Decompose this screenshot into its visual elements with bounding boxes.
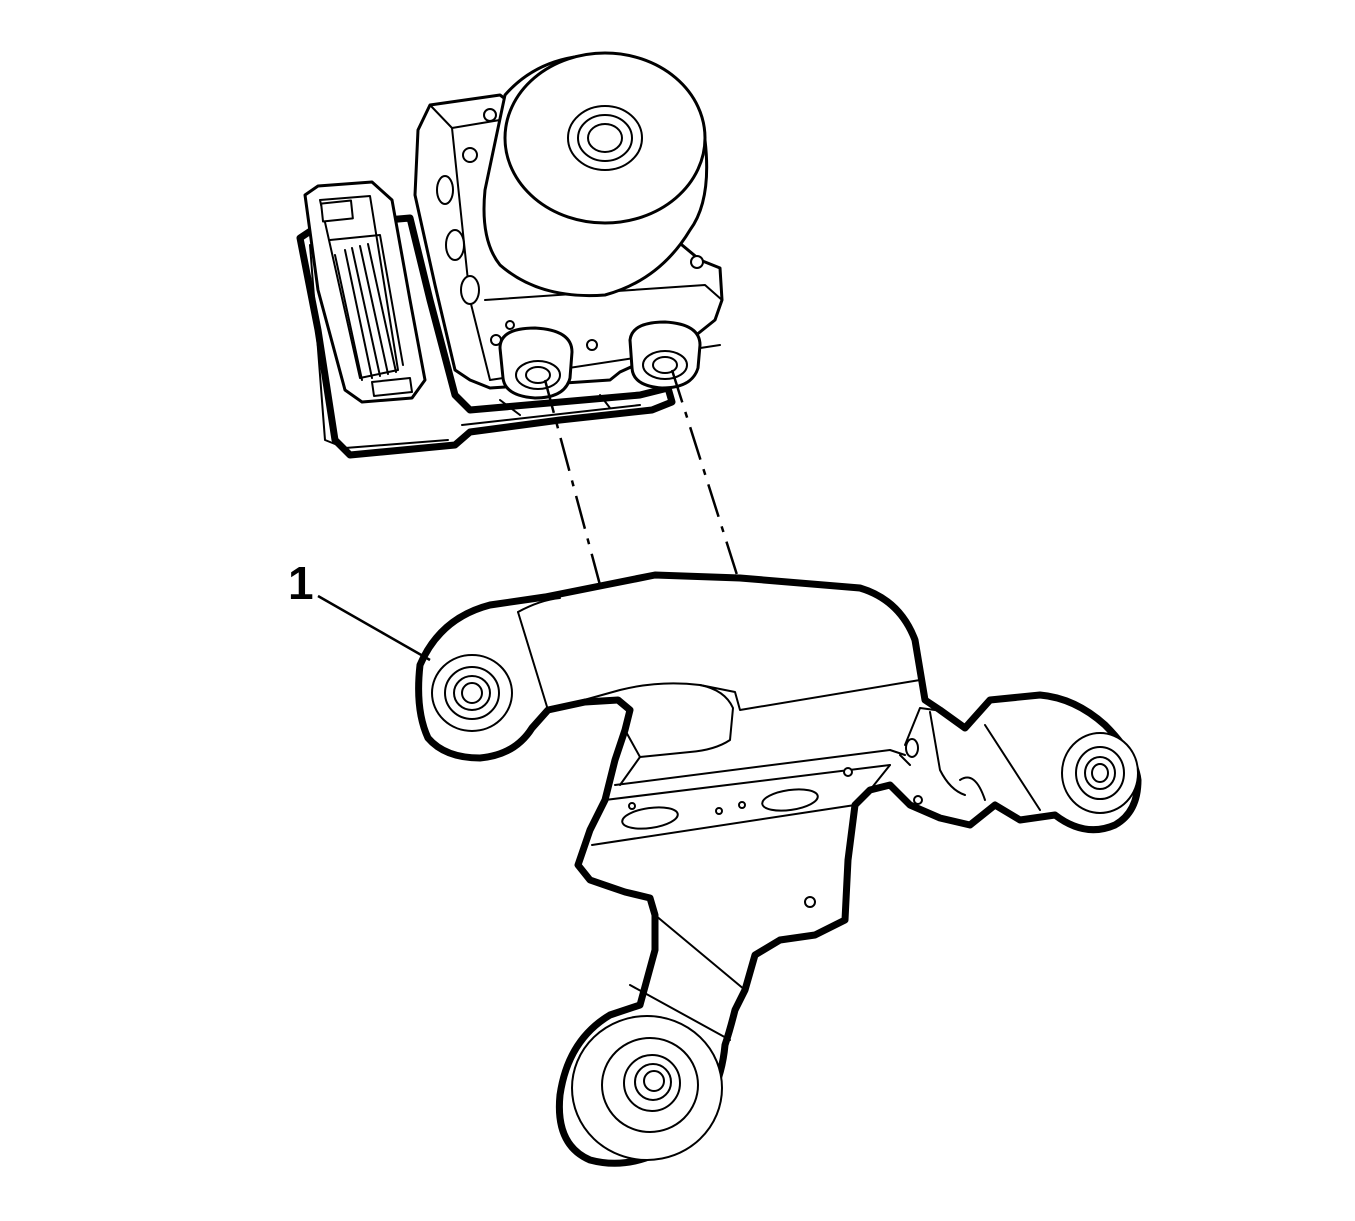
callout-label: 1 [288, 557, 314, 609]
callout-1: 1 [288, 557, 431, 662]
abs-module-icon [296, 51, 724, 459]
callout-leader-line [317, 594, 431, 662]
mounting-bracket-icon [415, 571, 1142, 1167]
